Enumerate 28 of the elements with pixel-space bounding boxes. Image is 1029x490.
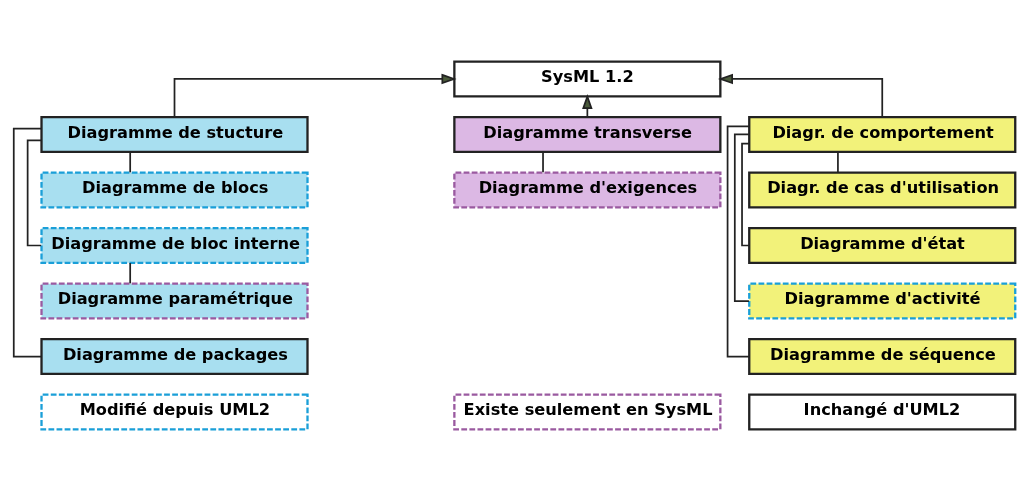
node-box: Diagr. de cas d'utilisation [748, 171, 1017, 208]
node-box: Inchangé d'UML2 [748, 393, 1017, 431]
node-box: Diagramme d'activité [748, 282, 1017, 319]
connector [26, 138, 43, 246]
node-box: Diagramme de bloc interne [40, 226, 309, 264]
node-box: Diagramme paramétrique [40, 282, 309, 319]
connector [129, 150, 132, 173]
node-box: Diagramme transverse [453, 115, 722, 153]
node-box: SysML 1.2 [453, 59, 722, 97]
connector [726, 125, 750, 357]
node-box: Diagramme de séquence [748, 337, 1017, 375]
node-box: Diagramme d'état [748, 226, 1017, 264]
arrow [173, 73, 457, 118]
connector [733, 133, 750, 302]
node-box: Diagramme de packages [40, 337, 309, 375]
node-box: Diagramme de stucture [40, 115, 309, 153]
node-box: Diagr. de comportement [748, 115, 1017, 153]
arrow [717, 73, 884, 118]
arrow [582, 93, 593, 118]
node-box: Diagramme d'exigences [453, 171, 722, 208]
node-box: Diagramme de blocs [40, 171, 309, 208]
connector [129, 261, 132, 284]
node-box: Existe seulement en SysML [453, 393, 722, 431]
node-box: Modifié depuis UML2 [40, 393, 309, 431]
connector [12, 127, 43, 357]
connector [741, 142, 751, 246]
connector [837, 150, 839, 173]
connector [542, 150, 544, 173]
